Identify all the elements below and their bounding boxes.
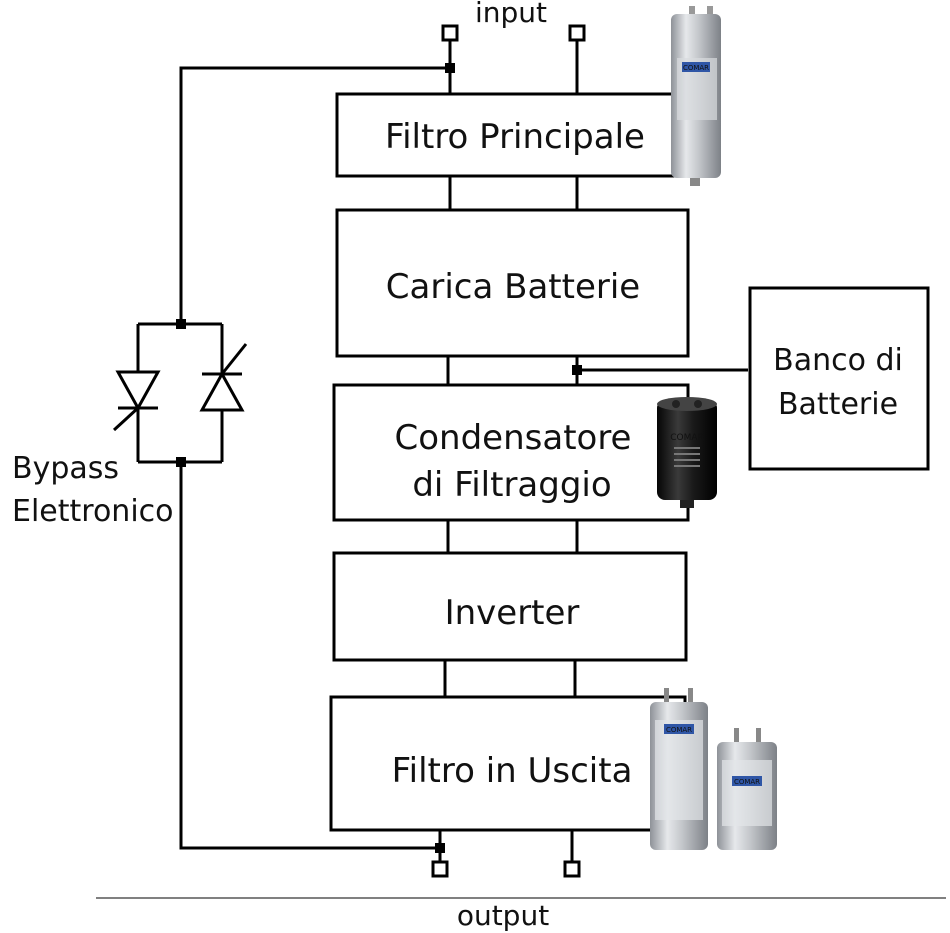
label-bypass-line2: Elettronico [12, 494, 174, 529]
capacitor-brand-text: COMAR [666, 726, 692, 734]
label-banco-line1: Banco di [773, 343, 903, 378]
output-terminal-left [431, 860, 449, 878]
input-label: input [475, 0, 547, 29]
capacitor-image-bottom-small: COMAR [717, 728, 777, 850]
label-carica-batterie: Carica Batterie [386, 267, 640, 307]
junction-dot [435, 843, 445, 853]
label-bypass-line1: Bypass [12, 451, 119, 486]
junction-dot [176, 319, 186, 329]
label-banco-line2: Batterie [778, 387, 898, 422]
block-filtro-principale [335, 92, 691, 178]
capacitor-brand-text: COMAR [670, 433, 704, 443]
label-condensatore-line2: di Filtraggio [412, 465, 611, 505]
junction-dot [445, 63, 455, 73]
input-terminals [441, 24, 586, 42]
output-terminal-right [563, 860, 581, 878]
thyristor-right [199, 343, 248, 412]
label-filtro-uscita: Filtro in Uscita [392, 751, 633, 791]
block-inverter [332, 551, 688, 662]
capacitor-image-black: COMAR [657, 397, 717, 508]
label-condensatore-line1: Condensatore [395, 418, 632, 458]
input-terminal-right [568, 24, 586, 42]
input-terminal-left [441, 24, 459, 42]
output-label: output [457, 899, 549, 932]
junction-dots [176, 63, 582, 853]
block-banco-batterie [748, 286, 930, 471]
label-filtro-principale: Filtro Principale [385, 117, 645, 157]
block-carica-batterie [335, 208, 690, 358]
thyristor-left [112, 370, 161, 432]
junction-dot [176, 457, 186, 467]
label-inverter: Inverter [445, 593, 580, 633]
junction-dot [572, 365, 582, 375]
capacitor-brand-text: COMAR [683, 64, 709, 72]
capacitor-image-bottom-large: COMAR [650, 688, 708, 850]
output-terminals [431, 860, 581, 878]
capacitor-image-top: COMAR [671, 6, 721, 186]
capacitor-brand-text: COMAR [734, 778, 760, 786]
